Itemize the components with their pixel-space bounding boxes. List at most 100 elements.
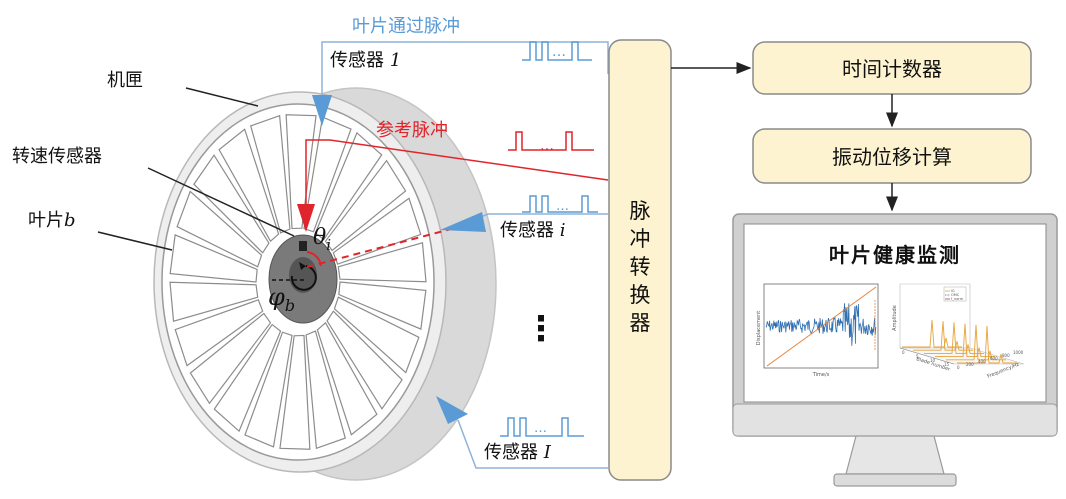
- speed-sensor-arrow: [297, 204, 315, 232]
- leader-speed-sensor: [147, 167, 295, 237]
- chart-displacement: Time/s Displacement: [756, 283, 879, 378]
- label-casing: 机匣: [107, 70, 143, 91]
- spectrum-line: [957, 325, 1017, 364]
- blade: [338, 281, 427, 330]
- chart2-legend-ig: IG: [951, 289, 955, 293]
- chart1-axis-x: Time/s: [812, 372, 830, 378]
- blade: [324, 159, 407, 252]
- blade: [326, 310, 403, 410]
- spectrum-line: [946, 324, 1006, 361]
- sensor-1-arrow: [312, 95, 332, 126]
- monitor-neck: [845, 435, 945, 475]
- blade-set: [169, 114, 427, 450]
- label-sensor-cap: 传感器 I: [484, 442, 552, 463]
- chart1-trend-line: [766, 286, 877, 367]
- theta-ref-line: [306, 227, 456, 268]
- processing-pipeline: 时间计数器 振动位移计算: [671, 41, 1032, 212]
- blade: [174, 299, 264, 367]
- chart2-tick-x-1: 200: [966, 362, 974, 367]
- blade: [244, 331, 293, 448]
- chart2-tick-x-2: 400: [978, 359, 986, 364]
- pulse-converter-char-2: 冲: [630, 227, 651, 251]
- pulse-converter-char-5: 器: [630, 311, 651, 335]
- blade: [176, 190, 263, 268]
- theta-label: θi: [313, 225, 331, 254]
- blade: [316, 321, 378, 436]
- blade: [332, 197, 422, 265]
- ref-pulse-line: [305, 139, 609, 206]
- monitor-title: 叶片健康监测: [829, 243, 961, 267]
- chart2-tick-z-0: 0: [902, 350, 905, 355]
- chart2-series: [902, 319, 1017, 364]
- time-counter-label: 时间计数器: [842, 57, 942, 81]
- blade: [303, 116, 352, 233]
- label-blade: 叶片b: [28, 210, 76, 231]
- hub-shaft: [289, 257, 317, 293]
- pulse-converter-char-1: 脉: [630, 199, 651, 223]
- ref-pulse-train: [508, 131, 594, 151]
- signal-lines: 叶片通过脉冲 传感器 1 … 参考脉冲 … 传感器 i … 传感器 I …: [297, 16, 609, 469]
- chart2-axis-y: Amplitude: [892, 305, 898, 331]
- blade: [169, 234, 258, 283]
- speed-sensor-mark: [299, 241, 307, 251]
- blade-pulse-line: [321, 41, 609, 96]
- chart2-tick-z-3: 15: [944, 362, 950, 367]
- blade: [333, 296, 420, 374]
- label-sensor-1: 传感器 1: [330, 50, 401, 71]
- component-labels: 机匣 转速传感器 叶片b: [12, 70, 295, 251]
- blade: [285, 114, 317, 230]
- label-ref-pulse: 参考脉冲: [376, 120, 448, 141]
- phi-rotation-arrowhead: [299, 262, 306, 270]
- chart1-signal: [765, 303, 877, 346]
- ref-pulse-dots: …: [540, 138, 554, 154]
- phi-label: φb: [268, 283, 295, 315]
- blade: [169, 281, 259, 322]
- monitor-base: [833, 473, 957, 487]
- label-sensor-i: 传感器 i: [500, 220, 566, 241]
- sensor-cap-pulse-dots: …: [534, 421, 547, 436]
- phi-rotation-arc: [290, 265, 317, 291]
- rotor-assembly: θi φb ⋮: [153, 87, 558, 481]
- monitor-chin: [732, 403, 1058, 437]
- label-speed-sensor: 转速传感器: [12, 146, 102, 167]
- pulse-converter-box: [608, 39, 672, 481]
- theta-arc: [306, 251, 322, 267]
- blade: [189, 312, 272, 405]
- chart2-tick-x-0: 0: [957, 365, 960, 370]
- health-monitor: 叶片健康监测 Time/s Displacement IG OMC f_norm…: [732, 213, 1058, 487]
- sensor-cap-arrow: [436, 396, 468, 424]
- chart2-legend-fnorm: f_norm: [951, 297, 964, 301]
- pulse-converter: 脉 冲 转 换 器: [608, 39, 672, 481]
- blade: [314, 131, 383, 241]
- sensor-i-pulse-dots: …: [556, 199, 569, 214]
- sensor-cap-pulse-train: [500, 417, 584, 437]
- blade: [213, 323, 282, 433]
- leader-blade: [97, 231, 173, 251]
- chart2-tick-z-2: 10: [930, 358, 936, 363]
- blade: [279, 334, 311, 450]
- sensor-i-pulse-train: [522, 195, 598, 213]
- blade: [218, 128, 280, 243]
- chart-spectrum: IG OMC f_norm Amplitude Blade number Fre…: [892, 283, 1025, 380]
- chart1-axis-y: Displacement: [756, 311, 762, 345]
- pulse-converter-char-4: 换: [630, 283, 651, 307]
- pulse-converter-char-3: 转: [630, 255, 651, 279]
- blade: [249, 114, 291, 234]
- vibration-calc-label: 振动位移计算: [832, 145, 952, 169]
- chart2-axis-line: [899, 347, 955, 365]
- blade: [305, 330, 347, 450]
- chart2-tick-x-3: 600: [990, 356, 998, 361]
- chart2-legend-omc: OMC: [951, 293, 960, 297]
- blade-pulse-train: [522, 41, 592, 61]
- blade: [193, 154, 270, 254]
- sensor-cap-line: [457, 419, 608, 469]
- chart2-tick-x-4: 800: [1002, 353, 1010, 358]
- chart2-legend-box: [943, 286, 967, 302]
- leader-casing: [185, 87, 259, 107]
- chart2-tick-x-5: 1000: [1013, 350, 1024, 355]
- sensor-i-arrow: [440, 212, 486, 232]
- blade-pulse-dots: …: [552, 44, 566, 60]
- chart2-ticks-x: 0 200 400 600 800 1000: [957, 350, 1024, 370]
